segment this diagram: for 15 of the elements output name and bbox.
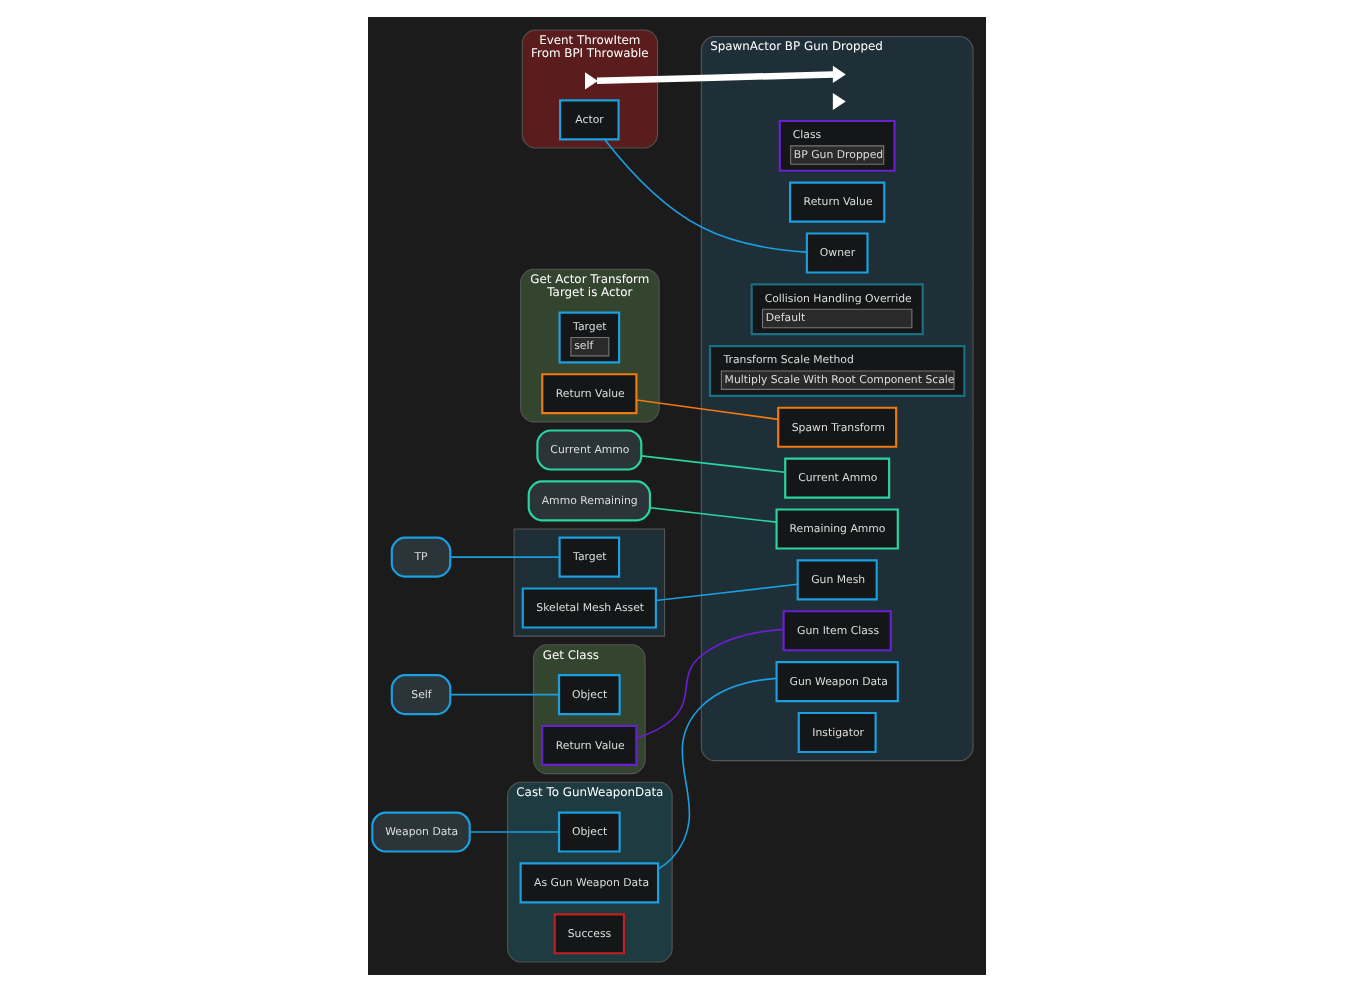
connector [656,677,777,870]
connector [448,556,560,558]
connector [639,455,785,474]
node-triangle [831,65,845,84]
connector [654,583,798,602]
connector [648,506,777,523]
cluster [512,528,665,637]
connector [603,138,807,253]
connector [595,71,833,84]
connector [634,628,784,739]
node-triangle [831,92,845,111]
connector [468,831,559,833]
connector [634,399,778,421]
node-triangle [584,72,597,90]
connector [448,693,559,696]
